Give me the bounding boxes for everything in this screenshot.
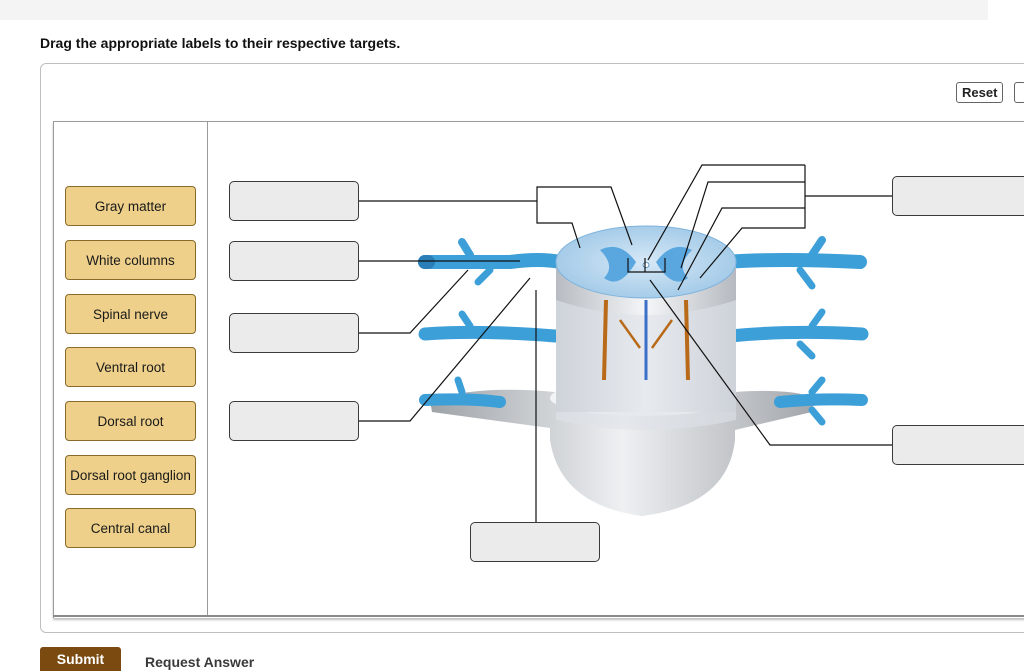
drop-target-2[interactable] <box>229 241 359 281</box>
toolbar-overflow-button[interactable] <box>1014 82 1024 103</box>
activity-panel <box>40 63 1024 633</box>
label-ventral-root[interactable]: Ventral root <box>65 347 196 387</box>
drop-target-6[interactable] <box>892 425 1024 465</box>
drop-target-5[interactable] <box>892 176 1024 216</box>
label-white-columns[interactable]: White columns <box>65 240 196 280</box>
label-bank-divider <box>207 121 208 617</box>
label-dorsal-root-ganglion[interactable]: Dorsal root ganglion <box>65 455 196 495</box>
label-dorsal-root[interactable]: Dorsal root <box>65 401 196 441</box>
top-bar <box>0 0 988 20</box>
drop-target-1[interactable] <box>229 181 359 221</box>
leader-lines <box>359 164 892 522</box>
drop-target-7[interactable] <box>470 522 600 562</box>
workspace-bottom-border <box>53 615 1024 617</box>
drag-workspace <box>53 121 1024 618</box>
label-central-canal[interactable]: Central canal <box>65 508 196 548</box>
spinal-cord <box>555 225 737 430</box>
drop-target-3[interactable] <box>229 313 359 353</box>
label-spinal-nerve[interactable]: Spinal nerve <box>65 294 196 334</box>
submit-button[interactable]: Submit <box>40 647 121 671</box>
drop-target-4[interactable] <box>229 401 359 441</box>
instructions-text: Drag the appropriate labels to their res… <box>40 35 401 51</box>
request-answer-link[interactable]: Request Answer <box>145 654 255 670</box>
label-gray-matter[interactable]: Gray matter <box>65 186 196 226</box>
reset-button[interactable]: Reset <box>956 82 1004 103</box>
